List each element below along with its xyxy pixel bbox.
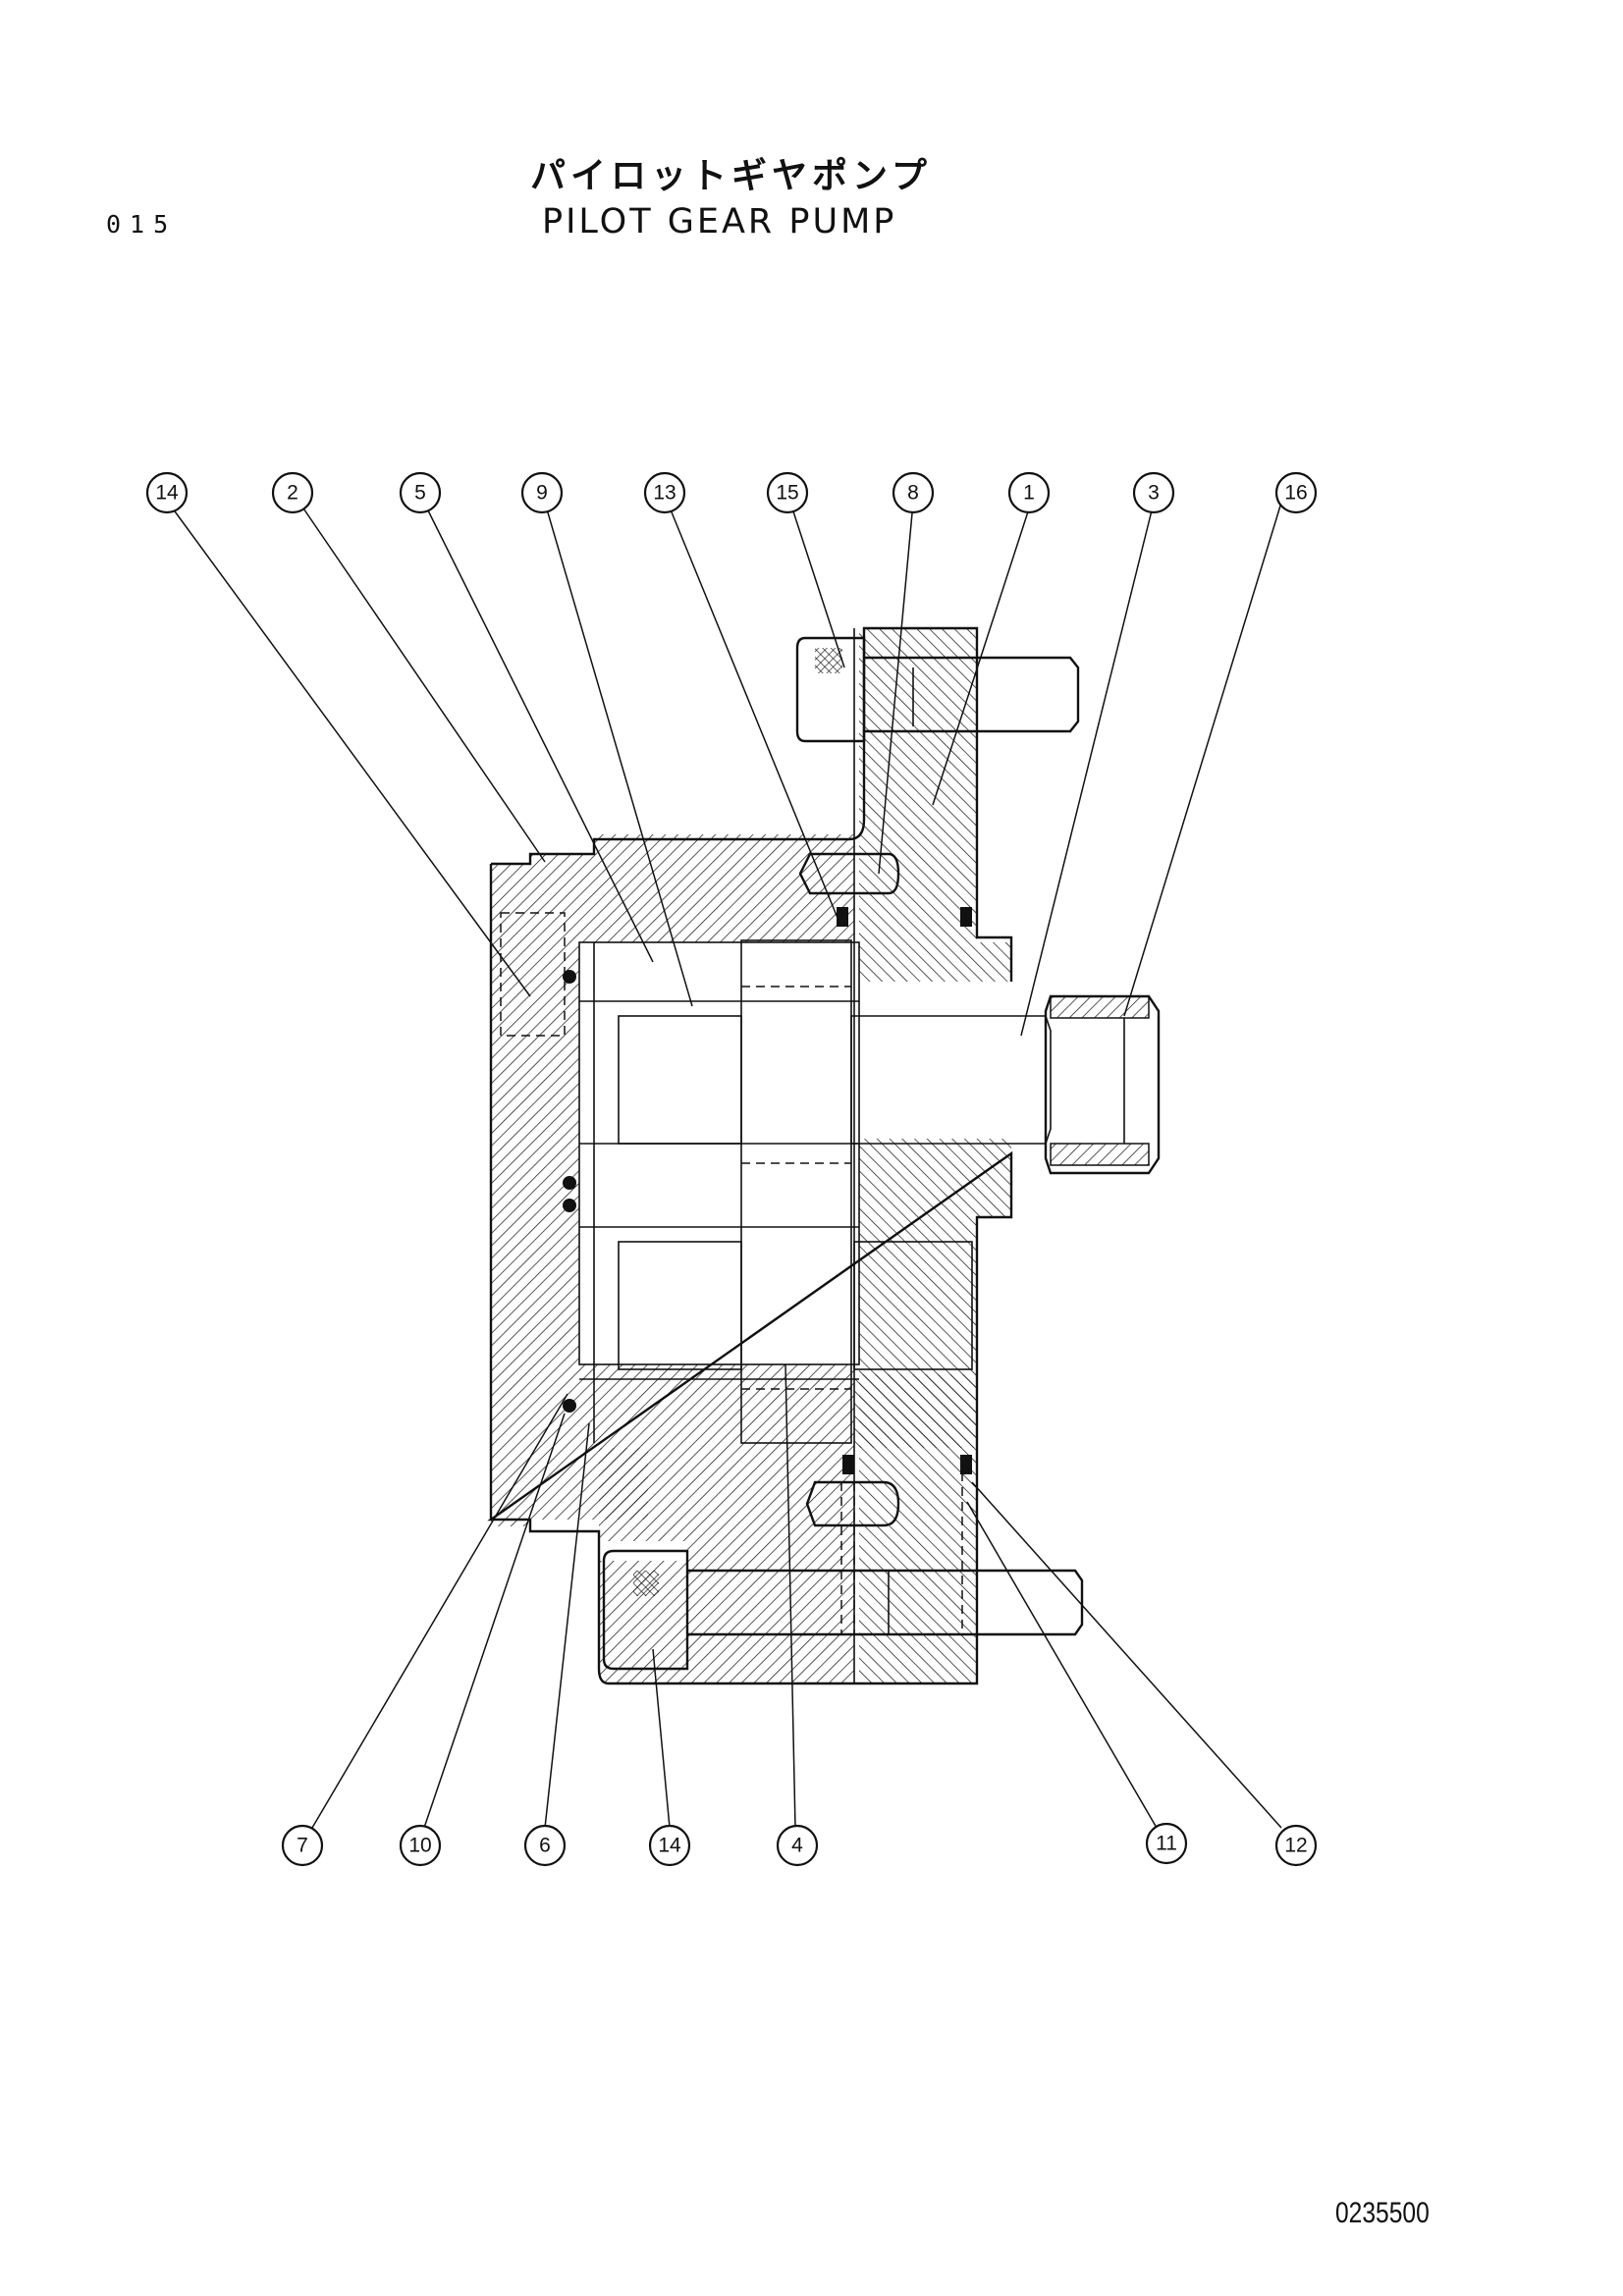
callout-5: 5 — [399, 471, 442, 514]
callout-14-top: 14 — [145, 471, 189, 514]
svg-text:4: 4 — [791, 1835, 803, 1857]
cover-hatch — [491, 834, 854, 1526]
callout-11: 11 — [1145, 1822, 1188, 1865]
callout-2: 2 — [271, 471, 314, 514]
svg-text:13: 13 — [653, 482, 676, 505]
callout-7: 7 — [281, 1824, 324, 1867]
callout-1: 1 — [1007, 471, 1051, 514]
svg-text:16: 16 — [1284, 482, 1307, 505]
svg-text:12: 12 — [1284, 1835, 1307, 1857]
callout-8: 8 — [892, 471, 935, 514]
svg-text:8: 8 — [907, 482, 919, 505]
svg-text:9: 9 — [536, 482, 548, 505]
lower-bolt — [602, 1549, 689, 1671]
upper-bolt — [795, 636, 866, 743]
coupling — [1044, 994, 1161, 1175]
svg-text:14: 14 — [658, 1835, 681, 1857]
front-cover-hatch — [859, 628, 1011, 982]
callout-9: 9 — [520, 471, 564, 514]
svg-text:15: 15 — [776, 482, 798, 505]
svg-text:3: 3 — [1148, 482, 1160, 505]
callout-14-bottom: 14 — [648, 1824, 691, 1867]
callout-12: 12 — [1274, 1824, 1318, 1867]
callout-10: 10 — [399, 1824, 442, 1867]
callout-3: 3 — [1132, 471, 1175, 514]
svg-text:6: 6 — [539, 1835, 551, 1857]
svg-text:1: 1 — [1023, 482, 1035, 505]
callout-15: 15 — [766, 471, 809, 514]
callout-13: 13 — [643, 471, 686, 514]
title-japanese: パイロットギヤポンプ — [530, 156, 932, 196]
callout-16: 16 — [1274, 471, 1318, 514]
callout-4: 4 — [776, 1824, 819, 1867]
svg-text:10: 10 — [408, 1835, 431, 1857]
svg-text:5: 5 — [414, 482, 426, 505]
drawing-number: 0235500 — [1335, 2197, 1430, 2229]
svg-text:7: 7 — [297, 1835, 308, 1857]
callout-6: 6 — [523, 1824, 567, 1867]
page-number: 015 — [106, 210, 178, 239]
pump-body — [487, 626, 1161, 1685]
svg-text:14: 14 — [155, 482, 179, 505]
svg-text:11: 11 — [1156, 1833, 1177, 1855]
svg-text:2: 2 — [287, 482, 298, 505]
title-english: PILOT GEAR PUMP — [542, 202, 897, 241]
